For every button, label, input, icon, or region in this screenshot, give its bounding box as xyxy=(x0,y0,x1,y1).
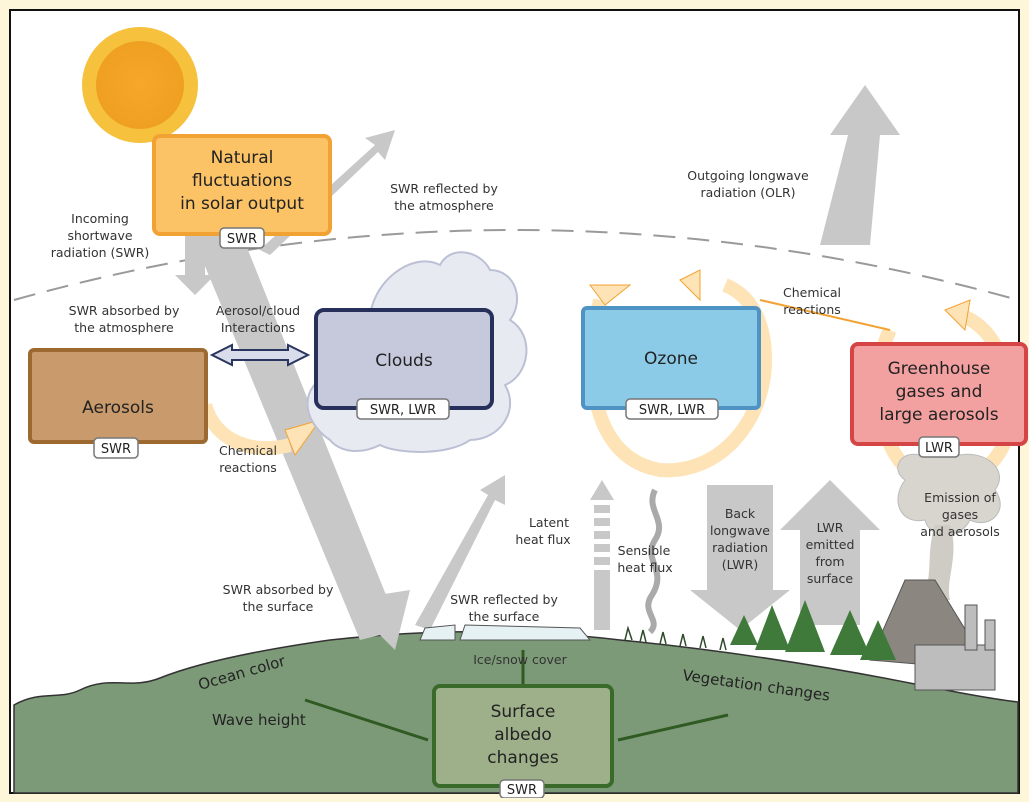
swr-absorbed-atm-line-1: SWR absorbed by xyxy=(69,303,180,318)
latent-label: Latent heat flux xyxy=(515,515,570,547)
chem-top-label: Chemical reactions xyxy=(783,285,841,317)
latent-line-2: heat flux xyxy=(515,532,570,547)
incoming-swr-line-2: shortwave xyxy=(67,228,132,243)
olr-line-1: Outgoing longwave xyxy=(687,168,809,183)
olr-arrow xyxy=(820,85,900,245)
clouds-tag: SWR, LWR xyxy=(370,403,436,418)
wave-height-label: Wave height xyxy=(212,711,306,729)
incoming-swr-line-1: Incoming xyxy=(71,211,129,226)
swr-absorbed-atm-arrow xyxy=(175,235,215,295)
albedo-line-3: changes xyxy=(487,748,559,768)
ozone-tag: SWR, LWR xyxy=(639,403,705,418)
sensible-label: Sensible heat flux xyxy=(617,543,672,575)
swr-absorbed-surface-label: SWR absorbed by the surface xyxy=(223,582,334,614)
solar-tag: SWR xyxy=(227,232,257,247)
swr-reflected-surface-label: SWR reflected by the surface xyxy=(450,592,558,624)
lwr-emitted-line-2: emitted xyxy=(806,537,855,552)
swr-reflected-atm-line-1: SWR reflected by xyxy=(390,181,498,196)
chem-left-line-2: reactions xyxy=(219,460,277,475)
lwr-emitted-arrow xyxy=(780,480,880,625)
swr-absorbed-surface-line-1: SWR absorbed by xyxy=(223,582,334,597)
swr-reflected-surface-arrow xyxy=(415,475,505,630)
aerosol-cycle-arrow xyxy=(198,402,292,456)
solar-line-3: in solar output xyxy=(180,194,304,214)
latent-line-1: Latent xyxy=(529,515,569,530)
grass-icon xyxy=(624,625,727,651)
aerosol-cloud-line-1: Aerosol/cloud xyxy=(216,303,300,318)
aerosols-title: Aerosols xyxy=(82,398,154,418)
albedo-tag: SWR xyxy=(507,783,537,798)
chem-top-line-2: reactions xyxy=(783,302,841,317)
olr-label: Outgoing longwave radiation (OLR) xyxy=(687,168,809,200)
latent-heat-arrow xyxy=(590,480,614,630)
clouds-box: Clouds SWR, LWR xyxy=(314,308,494,420)
lwr-emitted-line-4: surface xyxy=(807,571,854,586)
swr-reflected-atm-label: SWR reflected by the atmosphere xyxy=(390,181,498,213)
sensible-line-1: Sensible xyxy=(618,543,671,558)
chem-top-line-1: Chemical xyxy=(783,285,841,300)
sensible-heat-arrow xyxy=(645,488,663,635)
aerosol-cloud-label: Aerosol/cloud Interactions xyxy=(216,303,300,335)
aerosol-cycle-head xyxy=(284,419,322,457)
emission-line-2: gases xyxy=(942,507,978,522)
swr-reflected-atm-arrow xyxy=(250,130,395,255)
olr-line-2: radiation (OLR) xyxy=(700,185,795,200)
chem-left-line-1: Chemical xyxy=(219,443,277,458)
aerosol-cloud-arrow xyxy=(209,343,311,367)
albedo-line-left xyxy=(304,698,429,742)
ice-block-right xyxy=(459,624,592,641)
swr-reflected-atm-line-2: the atmosphere xyxy=(394,198,494,213)
chem-connector xyxy=(759,299,891,331)
incoming-swr-label: Incoming shortwave radiation (SWR) xyxy=(51,211,150,260)
back-lwr-label: Back longwave radiation (LWR) xyxy=(710,506,770,572)
solar-line-2: fluctuations xyxy=(192,171,292,191)
emission-line-1: Emission of xyxy=(924,490,996,505)
albedo-line-2: albedo xyxy=(494,725,552,745)
lwr-emitted-label: LWR emitted from surface xyxy=(806,520,855,586)
atmosphere-boundary xyxy=(13,229,1019,301)
swr-absorbed-surface-line-2: the surface xyxy=(243,599,314,614)
swr-absorbed-atm-line-2: the atmosphere xyxy=(74,320,174,335)
clouds-title: Clouds xyxy=(375,351,433,371)
back-lwr-line-3: radiation xyxy=(712,540,768,555)
albedo-line-right xyxy=(617,713,729,742)
albedo-line-1: Surface xyxy=(491,702,556,722)
back-lwr-arrow xyxy=(690,485,790,630)
emission-label: Emission of gases and aerosols xyxy=(920,490,1000,539)
greenhouse-tag: LWR xyxy=(925,441,953,456)
greenhouse-box: Greenhouse gases and large aerosols LWR xyxy=(850,342,1028,458)
greenhouse-line-2: gases and xyxy=(896,382,983,402)
ozone-title: Ozone xyxy=(644,349,698,369)
ice-block-left xyxy=(419,624,456,641)
incoming-swr-line-3: radiation (SWR) xyxy=(51,245,150,260)
back-lwr-line-1: Back xyxy=(725,506,756,521)
greenhouse-line-3: large aerosols xyxy=(879,405,998,425)
incoming-swr-arrowhead xyxy=(345,590,410,650)
greenhouse-line-1: Greenhouse xyxy=(888,359,991,379)
albedo-box: Surface albedo changes SWR xyxy=(432,684,614,799)
sensible-line-2: heat flux xyxy=(617,560,672,575)
ozone-box: Ozone SWR, LWR xyxy=(581,306,761,420)
swr-reflected-surface-line-1: SWR reflected by xyxy=(450,592,558,607)
factory-icon xyxy=(914,604,996,691)
aerosols-box: Aerosols SWR xyxy=(28,348,208,459)
lwr-emitted-line-1: LWR xyxy=(817,520,844,535)
swr-reflected-surface-line-2: the surface xyxy=(469,609,540,624)
trees-icon xyxy=(730,600,896,660)
solar-line-1: Natural xyxy=(211,148,274,168)
solar-box: Natural fluctuations in solar output SWR xyxy=(152,134,332,249)
ice-snow-label: Ice/snow cover xyxy=(473,652,567,667)
sun-icon xyxy=(82,27,198,143)
back-lwr-line-4: (LWR) xyxy=(722,557,759,572)
aerosols-tag: SWR xyxy=(101,442,131,457)
swr-absorbed-atm-label: SWR absorbed by the atmosphere xyxy=(69,303,180,335)
back-lwr-line-2: longwave xyxy=(710,523,770,538)
aerosol-cloud-line-2: Interactions xyxy=(221,320,295,335)
chem-left-label: Chemical reactions xyxy=(219,443,277,475)
lwr-emitted-line-3: from xyxy=(815,554,844,569)
emission-line-3: and aerosols xyxy=(920,524,1000,539)
